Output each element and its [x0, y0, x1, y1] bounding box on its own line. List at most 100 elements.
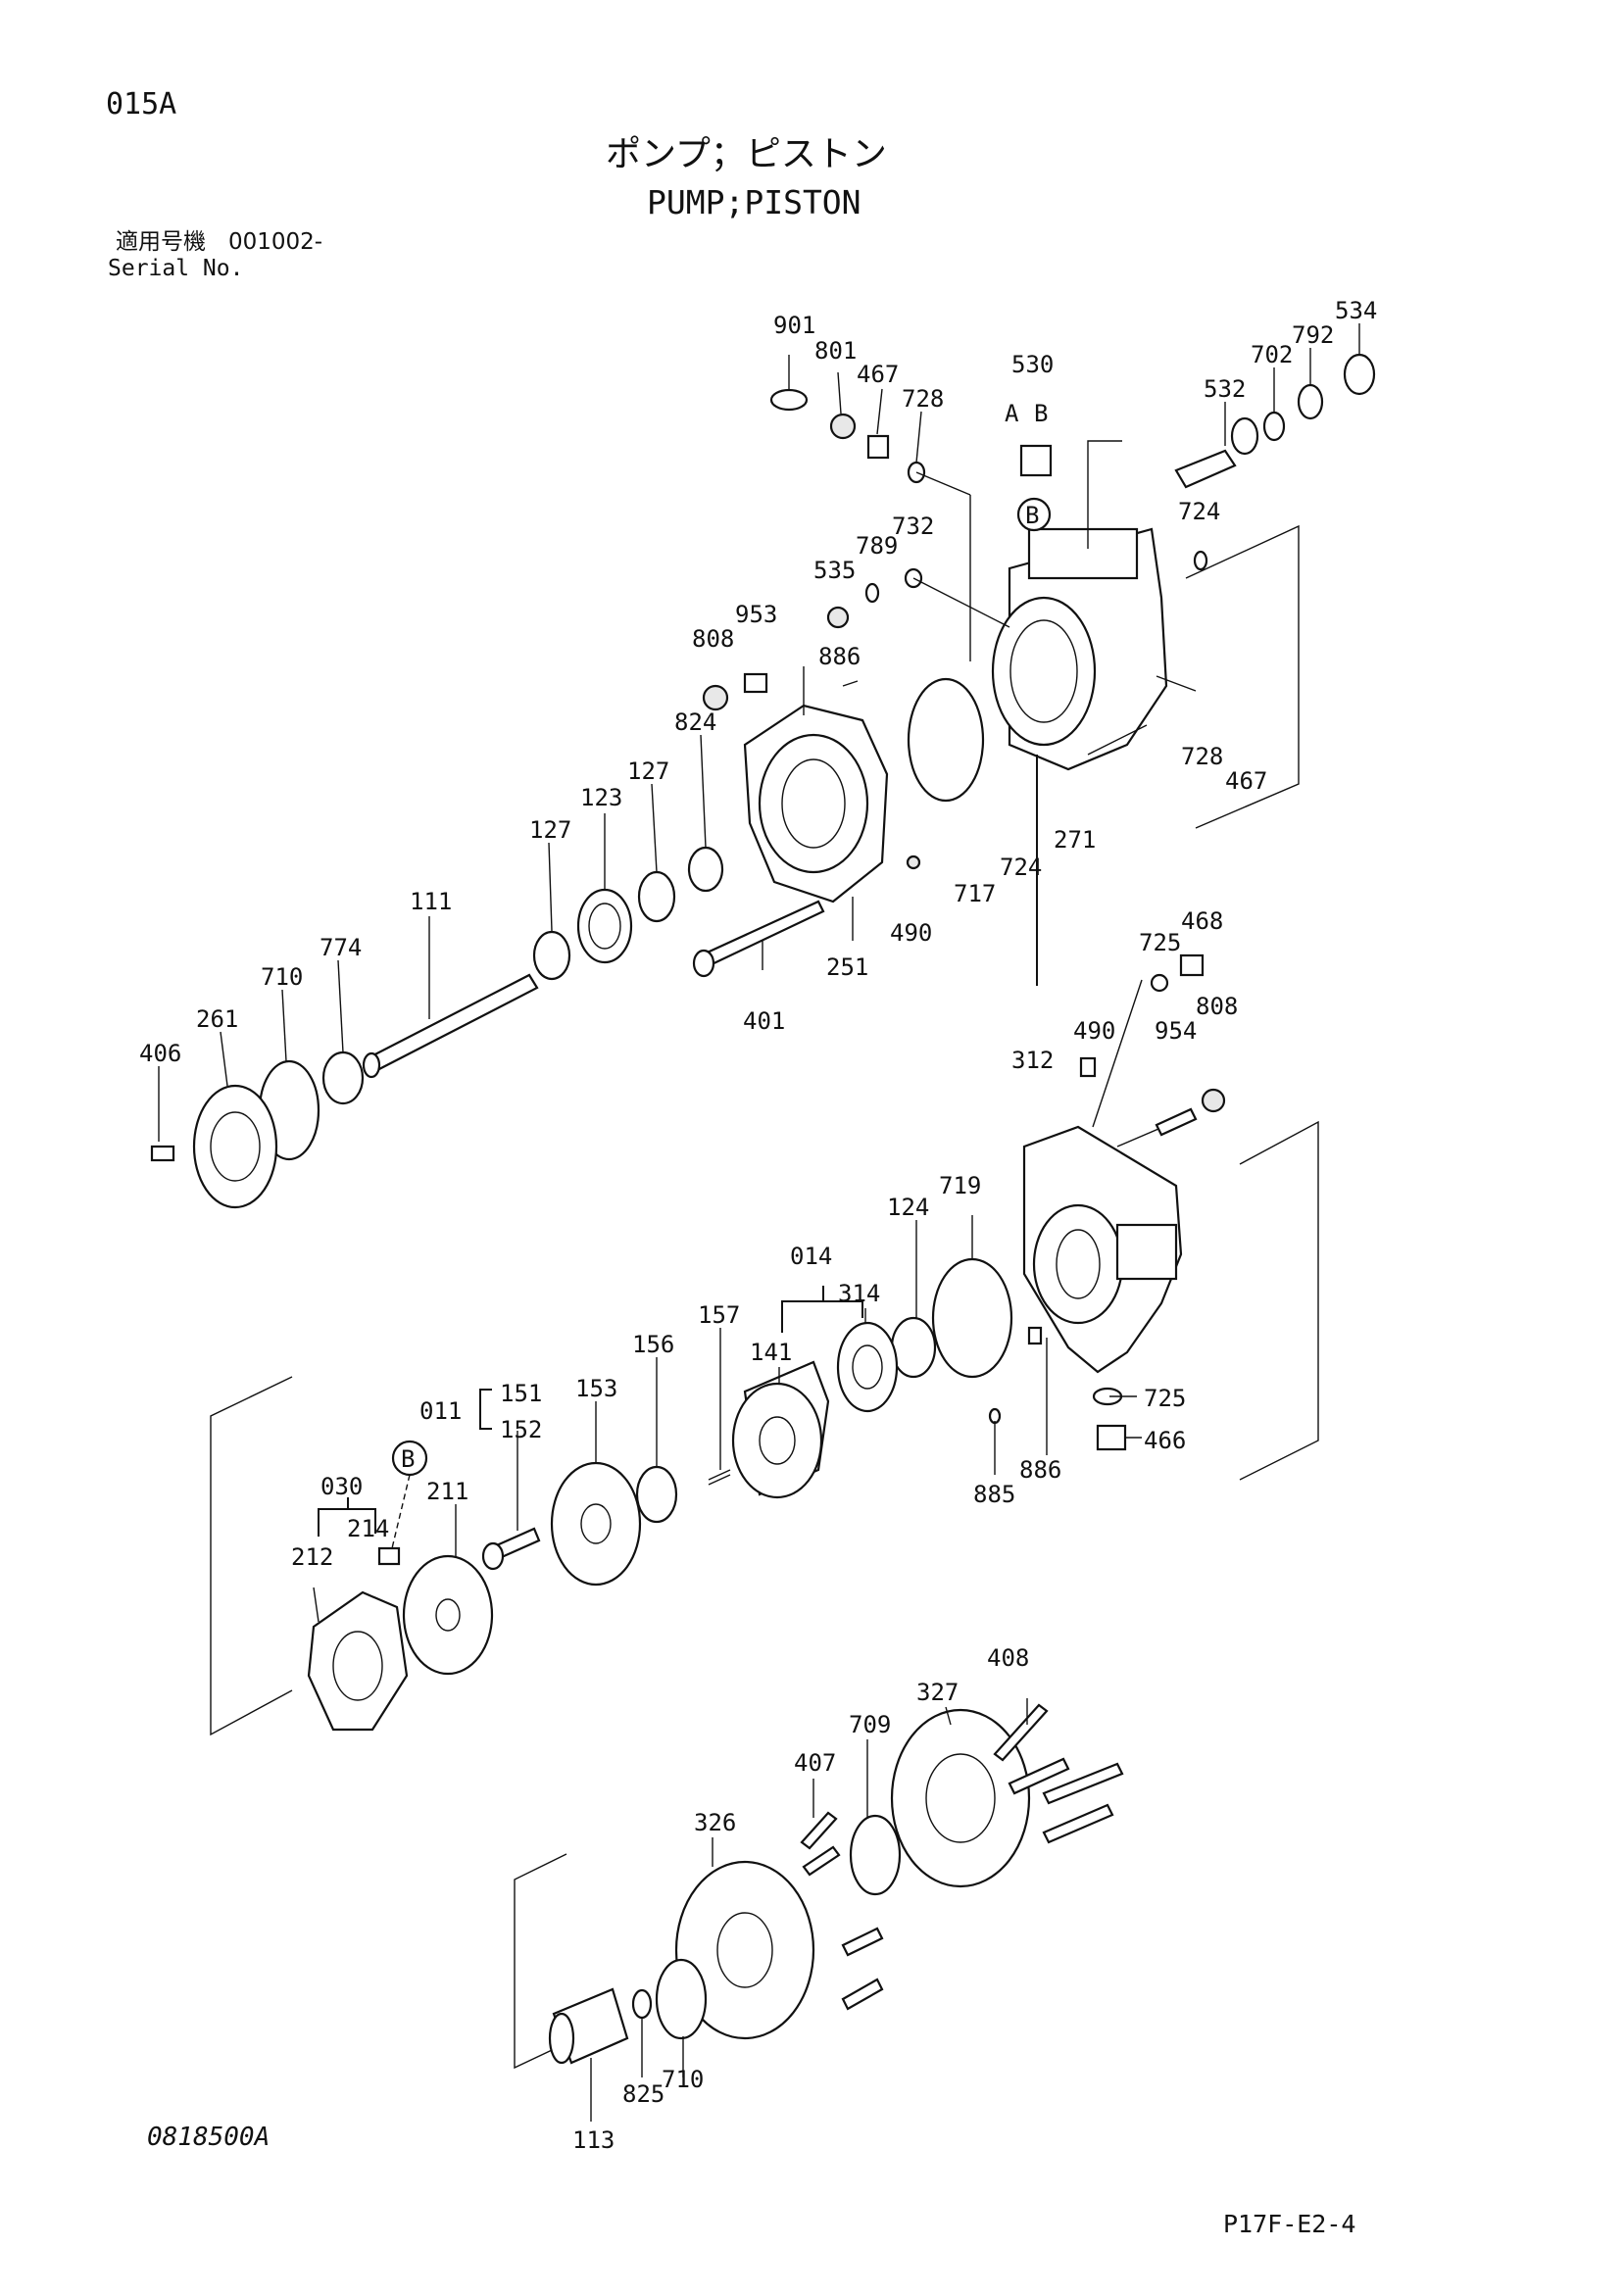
- serial-label: Serial No.: [108, 256, 244, 281]
- page-title-japanese: ポンプ；ピストン: [606, 134, 887, 174]
- oring-725-upper: [1150, 973, 1169, 993]
- part-label: 953: [735, 601, 777, 628]
- part-label: 111: [410, 888, 452, 915]
- plug-532: [1174, 449, 1237, 489]
- part-label: 535: [813, 557, 856, 584]
- part-label: B: [1034, 400, 1048, 427]
- plug-535: [826, 606, 850, 629]
- part-label: 710: [662, 2066, 704, 2093]
- ring-127-a: [637, 870, 676, 923]
- part-label: 774: [320, 934, 362, 961]
- part-label: 710: [261, 963, 303, 991]
- cylinder-group: B: [210, 953, 1319, 1736]
- end-cover-group: [514, 1703, 1124, 2070]
- part-label: 724: [1000, 854, 1042, 881]
- part-label: 251: [826, 953, 868, 981]
- part-label: 326: [694, 1809, 736, 1836]
- plate-261: [192, 1084, 278, 1209]
- seal-774: [321, 1050, 365, 1105]
- oring-710-lower: [655, 1958, 708, 2040]
- cap-534: [1343, 353, 1376, 396]
- part-label: 709: [849, 1711, 891, 1738]
- oring-702: [1262, 411, 1286, 442]
- page-code: 015A: [106, 87, 177, 122]
- part-label: 467: [857, 361, 899, 388]
- part-label: 406: [139, 1040, 181, 1067]
- part-label: 717: [954, 880, 996, 907]
- part-label: 467: [1225, 767, 1267, 795]
- part-label: 789: [856, 532, 898, 560]
- oring-719: [931, 1257, 1013, 1379]
- ring-127-b: [532, 930, 571, 981]
- swash-plate-212: [307, 1590, 409, 1732]
- part-label: 113: [572, 2126, 615, 2154]
- bearing-123: [576, 888, 633, 964]
- spring-157: [708, 1469, 731, 1486]
- part-label: 153: [575, 1375, 617, 1402]
- end-cover-327: [890, 1708, 1031, 1888]
- part-label: 127: [529, 816, 571, 844]
- part-label: 468: [1181, 907, 1223, 935]
- plug-466: [1096, 1424, 1127, 1451]
- drawing-number: 0818500A: [147, 2123, 271, 2152]
- valve-plate-314: [836, 1321, 899, 1413]
- part-label: 490: [1073, 1017, 1115, 1045]
- pin-886-lower: [1027, 1326, 1043, 1345]
- oring-724-upper: [1193, 550, 1208, 571]
- page-reference: P17F-E2-4: [1223, 2210, 1356, 2238]
- bolts-408: [993, 1703, 1124, 1844]
- snap-ring-824: [687, 846, 724, 893]
- part-label: 885: [973, 1481, 1015, 1508]
- part-label: 808: [1196, 993, 1238, 1020]
- part-label: 801: [814, 337, 857, 365]
- stud-954: [1155, 1107, 1198, 1137]
- housing-bore: [991, 596, 1097, 747]
- eyebolt-901: [769, 388, 809, 412]
- part-label: 401: [743, 1007, 785, 1035]
- set-plate-153: [550, 1461, 642, 1587]
- shaft-111: [366, 973, 539, 1073]
- part-label: 314: [838, 1280, 880, 1307]
- part-label: 156: [632, 1331, 674, 1358]
- leader-lines: [158, 323, 1360, 2122]
- callout-b-lower: B: [401, 1445, 415, 1473]
- ring-792: [1297, 383, 1324, 420]
- part-label: 214: [347, 1515, 389, 1542]
- part-label: 732: [892, 513, 934, 540]
- part-label: A: [1005, 400, 1019, 427]
- part-label: 728: [1181, 743, 1223, 770]
- part-label: 886: [1019, 1456, 1061, 1484]
- stud-953: [743, 672, 768, 694]
- nut-801: [829, 413, 857, 440]
- part-label: 211: [426, 1478, 468, 1505]
- part-label: 954: [1155, 1017, 1197, 1045]
- oring-717: [907, 677, 985, 803]
- needle-bearing-124: [890, 1316, 937, 1379]
- part-label: 407: [794, 1749, 836, 1777]
- shoe-plate-211: [402, 1554, 494, 1676]
- part-label: 824: [674, 708, 716, 736]
- part-label: 312: [1011, 1047, 1054, 1074]
- part-label: 408: [987, 1644, 1029, 1672]
- part-label: 157: [698, 1301, 740, 1329]
- callout-b-upper: B: [1025, 502, 1039, 529]
- part-label: 124: [887, 1194, 929, 1221]
- end-cover-326: [674, 1860, 815, 2040]
- part-label: 212: [291, 1543, 333, 1571]
- part-label: 030: [320, 1473, 363, 1500]
- part-label: 466: [1144, 1427, 1186, 1454]
- housing-group: B: [150, 353, 1376, 1209]
- part-label: 808: [692, 625, 734, 653]
- part-label: 825: [622, 2080, 664, 2108]
- ball-guide-156: [635, 1465, 678, 1524]
- part-label: 719: [939, 1172, 981, 1199]
- part-label: 127: [627, 757, 669, 785]
- part-label: 152: [500, 1416, 542, 1443]
- part-label: 141: [750, 1339, 792, 1366]
- valve-block-face: [1115, 1223, 1178, 1281]
- bolt-406: [150, 1145, 175, 1162]
- part-label: 886: [818, 643, 861, 670]
- nut-808-upper: [702, 684, 729, 711]
- nut-808-lower: [1201, 1088, 1226, 1113]
